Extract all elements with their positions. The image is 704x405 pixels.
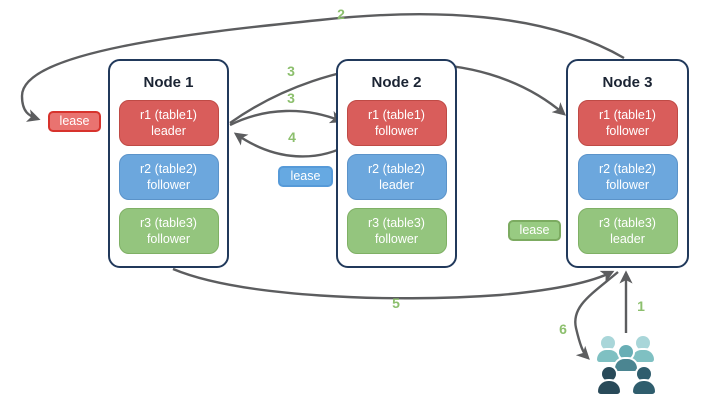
node3-replica-r3: r3 (table3) leader <box>577 208 678 254</box>
node2-replica-r2: r2 (table2) leader <box>346 154 447 200</box>
lease-chip-blue: lease <box>278 166 333 187</box>
node-2-title: Node 2 <box>371 74 422 91</box>
node3-replica-r2: r2 (table2) follower <box>577 154 678 200</box>
node1-replica-r2: r2 (table2) follower <box>118 154 219 200</box>
node-1-title: Node 1 <box>143 74 194 91</box>
arrow-step-3-node1-to-node2 <box>229 109 344 127</box>
replica-role: leader <box>151 124 186 138</box>
node2-replica-r3: r3 (table3) follower <box>346 208 447 254</box>
replica-name: r3 (table3) <box>368 216 425 230</box>
step-label-3a: 3 <box>287 63 295 79</box>
node3-replica-r1: r1 (table1) follower <box>577 100 678 146</box>
lease-chip-green: lease <box>508 220 561 241</box>
replica-role: follower <box>374 124 419 138</box>
replica-name: r1 (table1) <box>368 108 425 122</box>
replica-name: r2 (table2) <box>599 162 656 176</box>
replica-role: leader <box>379 178 414 192</box>
replica-name: r1 (table1) <box>140 108 197 122</box>
node1-replica-r1: r1 (table1) leader <box>118 100 219 146</box>
replica-name: r3 (table3) <box>599 216 656 230</box>
replica-role: follower <box>605 178 650 192</box>
arrow-step-5-node1-to-node3 <box>172 267 615 300</box>
step-label-4: 4 <box>288 129 296 145</box>
replica-role: follower <box>374 232 419 246</box>
step-label-2: 2 <box>337 6 345 22</box>
replica-name: r2 (table2) <box>140 162 197 176</box>
node1-replica-r3: r3 (table3) follower <box>118 208 219 254</box>
step-label-3b: 3 <box>287 90 295 106</box>
users-group-icon <box>596 334 658 398</box>
replica-role: follower <box>605 124 650 138</box>
lease-chip-red: lease <box>48 111 101 132</box>
replica-name: r2 (table2) <box>368 162 425 176</box>
replica-role: leader <box>610 232 645 246</box>
replica-name: r3 (table3) <box>140 216 197 230</box>
replica-role: follower <box>146 232 191 246</box>
replica-name: r1 (table1) <box>599 108 656 122</box>
step-label-1: 1 <box>637 298 645 314</box>
node-3-title: Node 3 <box>602 74 653 91</box>
step-label-5: 5 <box>392 295 400 311</box>
node2-replica-r1: r1 (table1) follower <box>346 100 447 146</box>
step-label-6: 6 <box>559 321 567 337</box>
node-1-box: Node 1 r1 (table1) leader r2 (table2) fo… <box>108 59 229 268</box>
replica-role: follower <box>146 178 191 192</box>
node-3-box: Node 3 r1 (table1) follower r2 (table2) … <box>566 59 689 268</box>
node-2-box: Node 2 r1 (table1) follower r2 (table2) … <box>336 59 457 268</box>
